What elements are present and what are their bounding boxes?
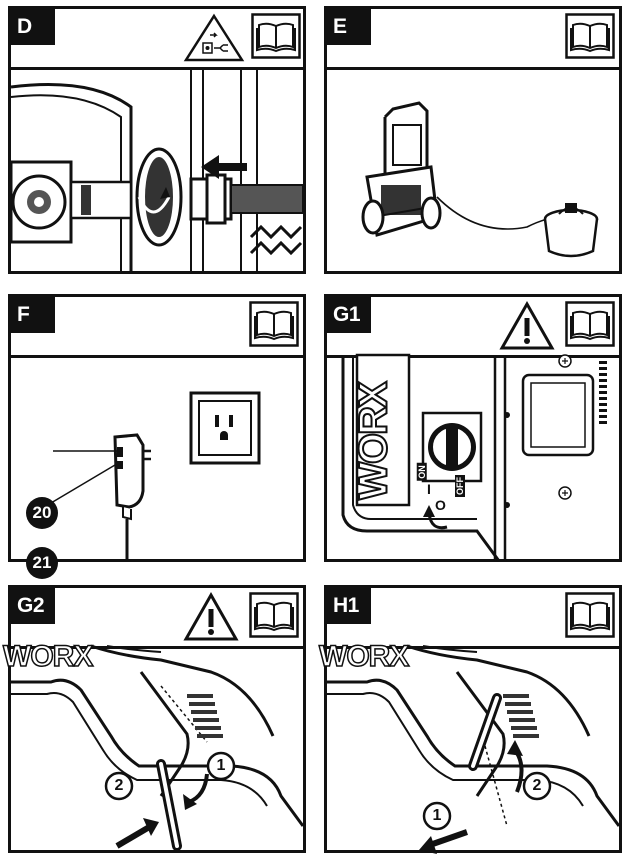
panel-f-illustration: 20 21 — [11, 355, 303, 579]
on-position-label: ON — [416, 463, 427, 481]
trigger-lock-engage-drawing — [11, 644, 305, 851]
panel-e-header: E — [327, 9, 619, 70]
pressure-washer-water-bucket-drawing — [361, 101, 599, 258]
panel-f-label: F — [11, 297, 55, 333]
panel-g1-header: G1 — [327, 297, 619, 358]
panel-d-label: D — [11, 9, 55, 45]
panel-d-header: D — [11, 9, 303, 70]
g2-step-2: 2 — [114, 777, 124, 794]
read-manual-icon — [565, 592, 615, 638]
read-manual-icon — [565, 301, 615, 347]
gfci-plug-outlet-drawing — [50, 391, 261, 561]
panel-e-label: E — [327, 9, 371, 45]
panel-h1: H1 WORX 1 — [318, 585, 622, 854]
read-manual-icon — [565, 13, 615, 59]
panel-d: D — [8, 6, 306, 274]
panel-g1: G1 — [324, 294, 622, 562]
panel-g2-label: G2 — [11, 588, 55, 624]
callout-21 — [26, 547, 58, 579]
worx-brand-text: WORX — [318, 639, 410, 674]
panel-g1-illustration: WORX ON OFF I O — [327, 353, 619, 562]
read-manual-icon — [249, 592, 299, 638]
g2-step-1: 1 — [216, 757, 226, 774]
read-manual-icon — [249, 301, 299, 347]
panel-g1-label: G1 — [327, 297, 371, 333]
panel-f-header: F — [11, 297, 303, 358]
panel-h1-label: H1 — [327, 588, 371, 624]
panel-e: E — [324, 6, 622, 274]
panel-g2-illustration: WORX 1 2 — [2, 639, 305, 851]
read-manual-icon — [251, 13, 301, 59]
panel-f: F 20 21 — [8, 294, 306, 579]
o-mark: O — [435, 497, 446, 513]
on-off-switch-drawing — [341, 353, 607, 562]
unplug-warning-icon — [183, 13, 245, 62]
callout-21-label: 21 — [32, 553, 52, 572]
panel-g2: G2 — [2, 585, 306, 853]
panel-h1-illustration: WORX 1 2 — [318, 639, 621, 854]
i-mark: I — [427, 481, 431, 497]
callout-20-label: 20 — [32, 503, 52, 522]
worx-brand-text: WORX — [2, 639, 94, 674]
panel-e-illustration — [327, 67, 619, 271]
warning-triangle-icon — [183, 591, 239, 641]
panel-d-illustration — [9, 67, 304, 273]
worx-brand-text: WORX — [351, 382, 397, 500]
panel-h1-header: H1 — [327, 588, 619, 649]
off-position-label: OFF — [455, 475, 465, 497]
trigger-release-drawing — [327, 644, 621, 854]
pump-hose-connection-drawing — [9, 67, 304, 273]
warning-triangle-icon — [499, 300, 555, 350]
h1-step-2: 2 — [532, 777, 542, 794]
callout-20 — [26, 497, 58, 529]
panel-g2-header: G2 — [11, 588, 303, 649]
h1-step-1: 1 — [432, 807, 442, 824]
